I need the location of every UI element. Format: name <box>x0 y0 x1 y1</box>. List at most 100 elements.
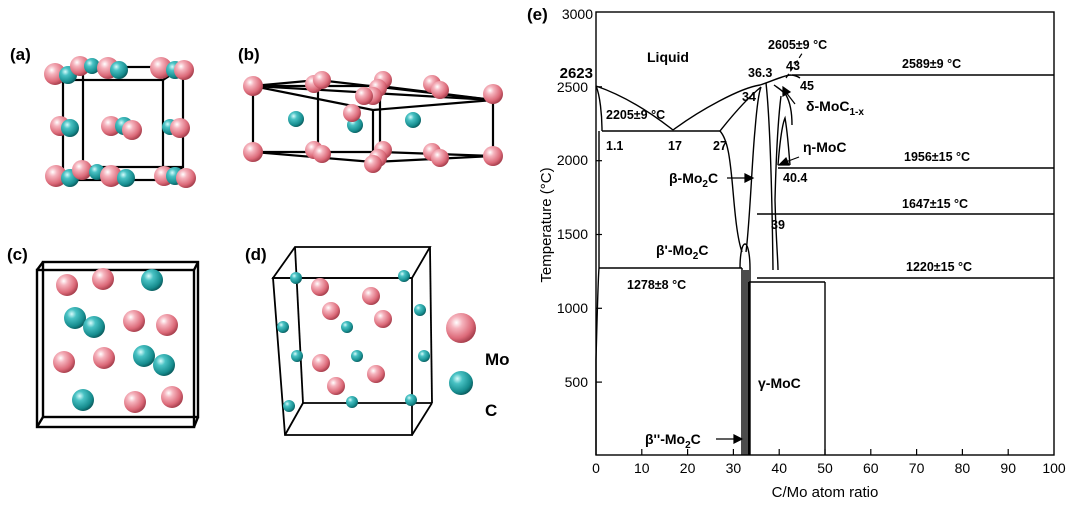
mo-atom <box>150 57 172 79</box>
panel-a-label: (a) <box>10 45 31 64</box>
annot-2605: 2605±9 °C <box>768 38 827 52</box>
panel-c-crystal <box>35 260 200 429</box>
annot-c36-3: 36.3 <box>748 66 772 80</box>
solidus-mid <box>719 86 762 132</box>
c-atom <box>141 269 163 291</box>
c-atom <box>117 169 135 187</box>
x-tick-10: 10 <box>634 460 650 476</box>
mo-atom <box>72 160 92 180</box>
c-atom <box>405 112 421 128</box>
atom-legend: Mo C <box>446 313 510 420</box>
atoms-c <box>53 268 183 413</box>
delta-right <box>774 95 782 271</box>
c-atom <box>418 350 430 362</box>
c-atom <box>346 396 358 408</box>
x-tick-80: 80 <box>955 460 971 476</box>
tick-marks <box>596 86 1009 455</box>
phase-beta-mo2c-main: β-Mo <box>669 170 702 186</box>
c-atom <box>64 307 86 329</box>
arrowhead-eta <box>777 156 790 166</box>
phase-gamma-moc: γ-MoC <box>758 375 801 391</box>
y-axis-title: Temperature (°C) <box>538 167 555 282</box>
annot-c43: 43 <box>786 59 800 73</box>
annot-c27: 27 <box>713 139 727 153</box>
annot-c39: 39 <box>771 218 785 232</box>
x-tick-50: 50 <box>817 460 833 476</box>
y-tick-1500: 1500 <box>557 226 588 242</box>
phase-beta-mo2c: β-Mo2C <box>669 170 718 190</box>
legend-mo-swatch <box>446 313 476 343</box>
panel-a-crystal <box>44 56 196 188</box>
mo-atom <box>364 155 382 173</box>
mo-atom <box>374 310 392 328</box>
phase-arrows <box>716 51 804 444</box>
beta-mo2c-right <box>745 86 762 253</box>
delta-top <box>773 84 793 126</box>
mo-atom <box>174 60 194 80</box>
annot-1956: 1956±15 °C <box>904 150 970 164</box>
phase-beta-prime-mo2c: β'-Mo2C <box>656 242 708 262</box>
c-atom <box>291 350 303 362</box>
solidus-left <box>595 85 603 132</box>
mo-atom <box>367 365 385 383</box>
phase-beta-prime-sub: 2 <box>693 251 699 262</box>
arrowhead-beta-mo2c <box>744 173 755 183</box>
arrowhead-beta-dprime <box>733 434 744 444</box>
mo-atom <box>93 347 115 369</box>
panel-c-label: (c) <box>7 245 28 264</box>
c-atom <box>84 58 100 74</box>
x-tick-90: 90 <box>1000 460 1016 476</box>
dash-2605 <box>785 51 804 79</box>
mo-atom <box>176 168 196 188</box>
c-atom <box>83 316 105 338</box>
panel-d-label: (d) <box>245 245 267 264</box>
x-tick-100: 100 <box>1042 460 1066 476</box>
c-atom <box>398 270 410 282</box>
mo-atom <box>312 354 330 372</box>
legend-c-swatch <box>449 371 473 395</box>
annot-2623: 2623 <box>560 65 593 82</box>
mo-atom <box>362 287 380 305</box>
annot-2589: 2589±9 °C <box>902 57 961 71</box>
c-atom <box>153 354 175 376</box>
y-tick-3000: 3000 <box>562 6 593 22</box>
mo-atom <box>311 278 329 296</box>
phase-beta-dprime-sub: 2 <box>685 440 691 451</box>
phase-beta-prime-c: C <box>698 242 708 258</box>
x-tick-40: 40 <box>771 460 787 476</box>
panel-b-crystal <box>243 71 503 173</box>
x-axis-title: C/Mo atom ratio <box>772 484 879 501</box>
y-tick-1000: 1000 <box>557 300 588 316</box>
mo-atom <box>122 120 142 140</box>
c-atom <box>277 321 289 333</box>
phase-beta-prime-main: β'-Mo <box>656 242 693 258</box>
beta-mo2c-left <box>719 130 743 253</box>
annot-c45: 45 <box>800 79 814 93</box>
phase-beta-mo2c-sub: 2 <box>702 179 708 190</box>
phase-diagram: 500 1000 1500 2000 2500 3000 0 10 20 30 … <box>538 6 1066 501</box>
c-atom <box>110 61 128 79</box>
liquidus-left <box>595 85 674 131</box>
x-tick-20: 20 <box>680 460 696 476</box>
x-tick-0: 0 <box>592 460 600 476</box>
mo-atom <box>313 71 331 89</box>
legend-mo-label: Mo <box>485 350 510 369</box>
atoms-b <box>243 71 503 173</box>
mo-atom <box>327 377 345 395</box>
mo-atom <box>483 84 503 104</box>
phase-beta-dprime-mo2c: β''-Mo2C <box>645 431 701 451</box>
annot-1647: 1647±15 °C <box>902 197 968 211</box>
mo-atom <box>124 391 146 413</box>
y-tick-2500: 2500 <box>557 79 588 95</box>
annot-2205: 2205±9 °C <box>606 108 665 122</box>
phase-beta-dprime-c: C <box>691 431 701 447</box>
c-atom <box>341 321 353 333</box>
c-atom <box>351 350 363 362</box>
left-solvus <box>595 267 600 361</box>
mo-atom <box>313 145 331 163</box>
phase-eta-moc: η-MoC <box>803 139 847 155</box>
atoms-d <box>277 270 430 412</box>
phase-delta-moc: δ-MoC1-x <box>806 98 864 118</box>
annot-1220: 1220±15 °C <box>906 260 972 274</box>
